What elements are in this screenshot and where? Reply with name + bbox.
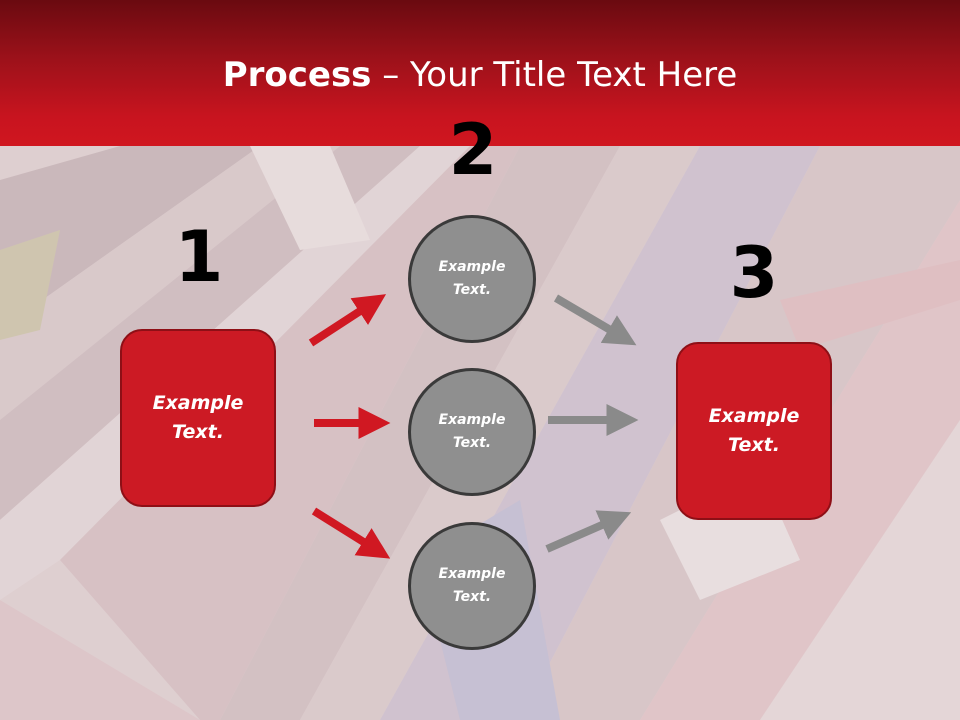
arrow-red-down [311,507,391,559]
title-rest: – Your Title Text Here [371,55,738,95]
step-3-text: Example Text. [708,405,800,456]
step-number-1: 1 [174,216,224,298]
step-1-text: Example Text. [152,392,244,443]
circle-bottom-text: Example Text. [438,566,506,605]
step-number-3: 3 [729,232,779,314]
step-3-box[interactable]: Example Text. [676,342,832,520]
title-bold: Process [222,55,372,95]
arrow-gray-up [545,510,632,553]
step-number-2: 2 [448,109,498,191]
circle-top[interactable]: Example Text. [408,215,536,343]
circle-middle[interactable]: Example Text. [408,368,536,496]
arrow-red-up [308,294,387,347]
circle-middle-text: Example Text. [438,412,506,451]
arrow-gray-down [553,294,637,346]
slide-title: Process – Your Title Text Here [0,55,960,95]
circle-top-text: Example Text. [438,259,506,298]
title-banner [0,0,960,146]
step-1-box[interactable]: Example Text. [120,329,276,507]
circle-bottom[interactable]: Example Text. [408,522,536,650]
